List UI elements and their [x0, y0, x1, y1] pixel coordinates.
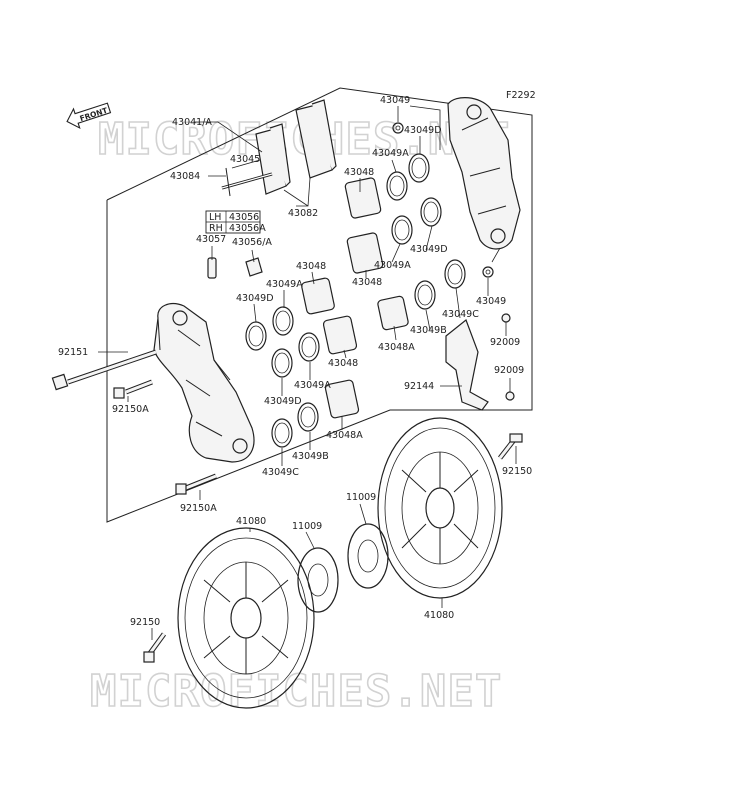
brake-pad-front-icon — [295, 99, 337, 179]
part-label: 43049D — [410, 244, 448, 255]
part-label: 43048 — [352, 277, 382, 288]
part-label: 43049B — [410, 325, 447, 336]
part-label: 43084 — [170, 171, 200, 182]
part-label: 43045 — [230, 154, 260, 165]
pad-pin-icon — [221, 167, 273, 197]
piston-seal-icon — [245, 153, 466, 448]
part-label: 43048A — [326, 430, 363, 441]
part-label: 11009 — [346, 492, 376, 503]
brake-disc-left-icon — [177, 527, 315, 709]
part-label: 43049D — [264, 396, 302, 407]
part-label: 43048A — [378, 342, 415, 353]
svg-text:RH: RH — [209, 223, 223, 234]
part-label: 43049A — [294, 380, 331, 391]
part-label: 92009 — [494, 365, 524, 376]
part-label: 43049C — [442, 309, 479, 320]
part-label: 43049A — [374, 260, 411, 271]
part-label: 43049 — [380, 95, 410, 106]
leader-lines — [98, 105, 517, 640]
caliper-body-icon — [153, 303, 255, 463]
disc-spacer-icon — [297, 523, 389, 613]
part-label: 43056/A — [232, 237, 272, 248]
mounting-bracket-icon — [445, 319, 489, 411]
caliper-body-right-icon — [447, 97, 521, 250]
part-label: 43049D — [404, 125, 442, 136]
part-label: 43049B — [292, 451, 329, 462]
part-label: 92009 — [490, 337, 520, 348]
part-label: 92150A — [180, 503, 217, 514]
caliper-assembly-outline — [106, 87, 533, 523]
svg-text:LH: LH — [209, 212, 221, 223]
part-label: 41080 — [236, 516, 266, 527]
part-label: 43049 — [476, 296, 506, 307]
part-label: 43048 — [344, 167, 374, 178]
part-label: 43048 — [296, 261, 326, 272]
part-label: 43049D — [236, 293, 274, 304]
figure-code: F2292 — [506, 90, 536, 101]
part-label: 92144 — [404, 381, 434, 392]
bolt-icon — [51, 349, 523, 663]
part-label: 11009 — [292, 521, 322, 532]
svg-text:43056A: 43056A — [229, 223, 266, 234]
part-label: 43049C — [262, 467, 299, 478]
lh-rh-box: LH 43056 RH 43056A — [205, 210, 266, 234]
part-label: 43057 — [196, 234, 226, 245]
part-label: 92150A — [112, 404, 149, 415]
part-labels: 43041/A 43045 43084 43082 43048 43049 43… — [58, 95, 532, 628]
piston-icon — [301, 177, 409, 419]
svg-text:43056: 43056 — [229, 212, 259, 223]
part-label: 92151 — [58, 347, 88, 358]
part-label: 43049A — [372, 148, 409, 159]
part-label: 92150 — [130, 617, 160, 628]
brake-disc-right-icon — [377, 417, 503, 599]
part-label: 43082 — [288, 208, 318, 219]
watermark-bottom: MICROFICHES.NET — [90, 666, 502, 717]
part-label: 43049A — [266, 279, 303, 290]
part-label: 43048 — [328, 358, 358, 369]
part-label: 92150 — [502, 466, 532, 477]
part-label: 41080 — [424, 610, 454, 621]
part-label: 43041/A — [172, 117, 212, 128]
